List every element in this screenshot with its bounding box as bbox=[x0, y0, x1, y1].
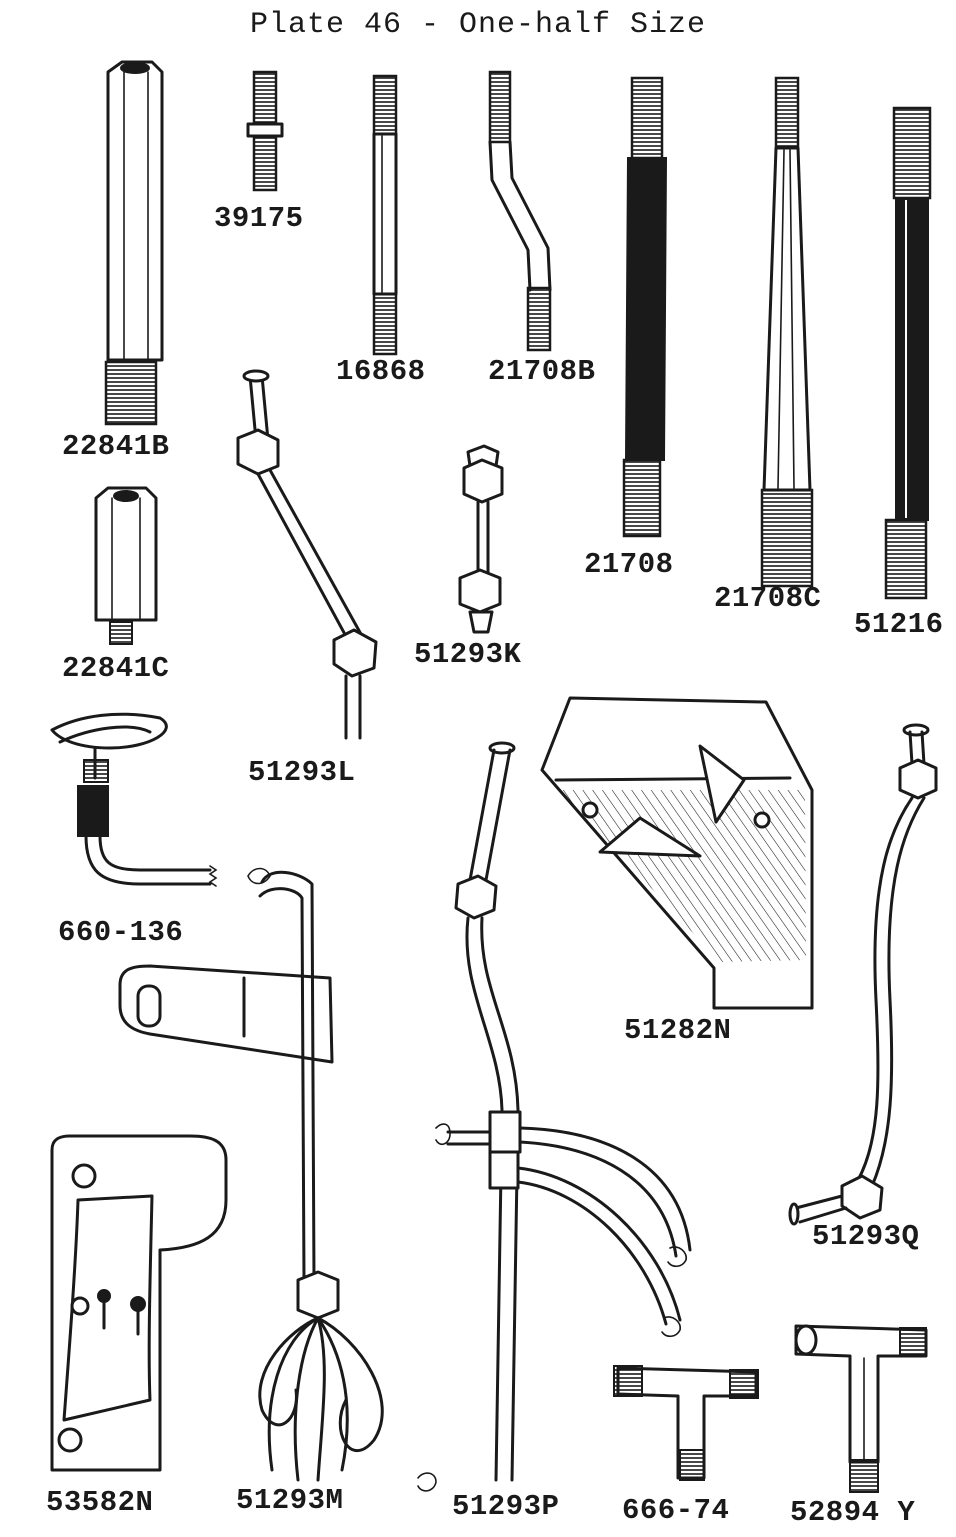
part-52894Y-drawing bbox=[794, 1324, 928, 1493]
part-51282N-drawing bbox=[540, 696, 814, 1010]
part-label-51282N: 51282N bbox=[624, 1014, 732, 1047]
part-51293P-drawing bbox=[417, 741, 692, 1492]
part-51293K-drawing bbox=[458, 444, 504, 634]
part-label-21708B: 21708B bbox=[488, 355, 596, 388]
part-label-39175: 39175 bbox=[214, 202, 304, 235]
part-label-51293L: 51293L bbox=[248, 756, 356, 789]
part-label-51293M: 51293M bbox=[236, 1484, 344, 1517]
part-51293L-drawing bbox=[236, 369, 378, 740]
part-666-74-drawing bbox=[613, 1365, 759, 1481]
part-label-53582N: 53582N bbox=[46, 1486, 154, 1519]
part-16868-drawing bbox=[372, 74, 398, 356]
part-22841B-drawing bbox=[104, 60, 164, 426]
part-39175-drawing bbox=[246, 70, 284, 192]
part-21708C-drawing bbox=[760, 76, 814, 588]
plate-title: Plate 46 - One-half Size bbox=[249, 8, 707, 42]
part-51293Q-drawing bbox=[788, 723, 938, 1226]
part-label-51216: 51216 bbox=[854, 608, 944, 641]
part-label-22841B: 22841B bbox=[62, 430, 170, 463]
part-label-16868: 16868 bbox=[336, 355, 426, 388]
part-53582N-drawing bbox=[50, 1134, 228, 1472]
part-label-666-74: 666-74 bbox=[622, 1494, 730, 1527]
part-label-51293P: 51293P bbox=[452, 1490, 560, 1523]
part-label-22841C: 22841C bbox=[62, 652, 170, 685]
part-660-136-drawing bbox=[50, 712, 218, 887]
part-22841C-drawing bbox=[94, 486, 158, 645]
part-21708-drawing bbox=[622, 76, 668, 538]
part-51216-drawing bbox=[884, 106, 932, 600]
part-51293M-drawing bbox=[118, 867, 384, 1482]
part-label-51293Q: 51293Q bbox=[812, 1220, 920, 1253]
part-label-21708: 21708 bbox=[584, 548, 674, 581]
part-label-52894Y: 52894 Y bbox=[790, 1496, 916, 1529]
part-21708B-drawing bbox=[488, 70, 552, 352]
part-label-660-136: 660-136 bbox=[58, 916, 184, 949]
part-label-21708C: 21708C bbox=[714, 582, 822, 615]
part-label-51293K: 51293K bbox=[414, 638, 522, 671]
